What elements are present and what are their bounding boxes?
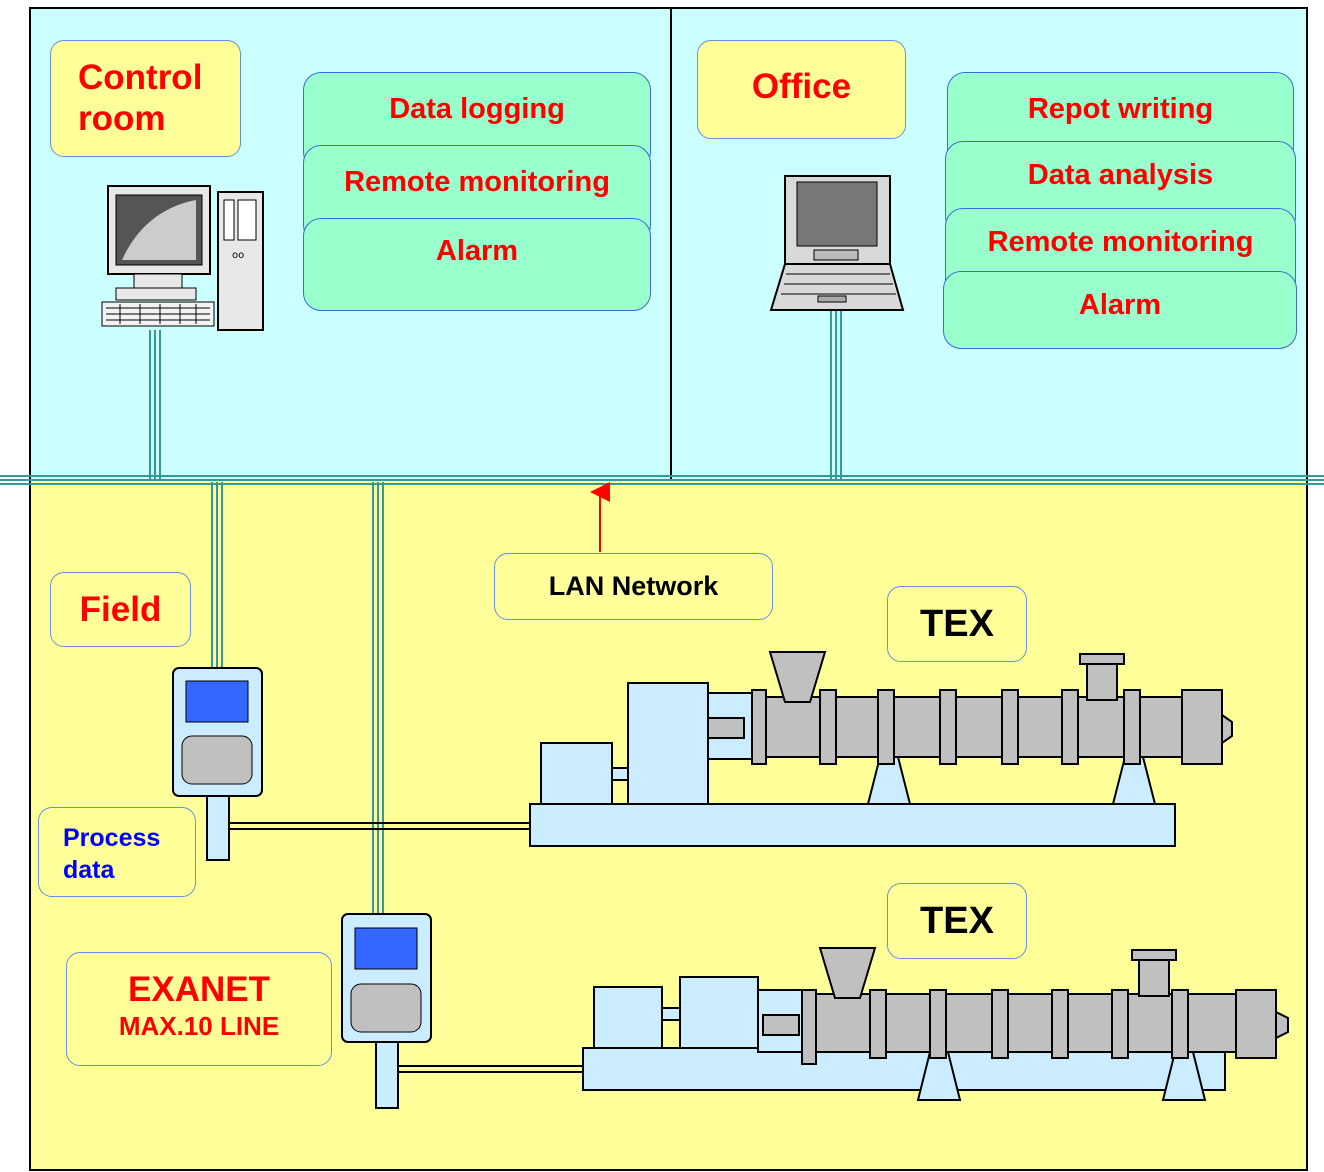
controller-unit-2 (341, 913, 432, 1109)
exanet-label: EXANET MAX.10 LINE (66, 952, 332, 1066)
cable-controller-1 (211, 482, 223, 668)
cable-office-laptop (830, 310, 842, 480)
exanet-title: EXANET (128, 970, 270, 1009)
process-data-label: Process data (38, 807, 196, 897)
tex-label-2: TEX (887, 883, 1027, 959)
cable-control-room-pc (149, 330, 161, 480)
extruder-machine-1 (529, 651, 1233, 847)
office-label: Office (697, 40, 906, 139)
lan-network-label: LAN Network (494, 553, 773, 620)
function-alarm-office: Alarm (943, 271, 1297, 349)
lan-bus (0, 475, 1324, 485)
extruder-machine-2 (582, 947, 1289, 1101)
function-alarm: Alarm (303, 218, 651, 311)
laptop-computer-icon (769, 175, 905, 311)
desktop-computer-icon: oo (101, 185, 264, 331)
exanet-subtitle: MAX.10 LINE (118, 1011, 280, 1041)
field-label: Field (50, 572, 191, 647)
control-room-label: Control room (50, 40, 241, 157)
signal-line-1 (229, 822, 530, 830)
tex-label-1: TEX (887, 586, 1027, 662)
signal-line-2 (398, 1065, 595, 1073)
svg-text:oo: oo (232, 250, 244, 261)
cable-controller-2 (372, 482, 384, 914)
controller-unit-1 (172, 667, 263, 861)
